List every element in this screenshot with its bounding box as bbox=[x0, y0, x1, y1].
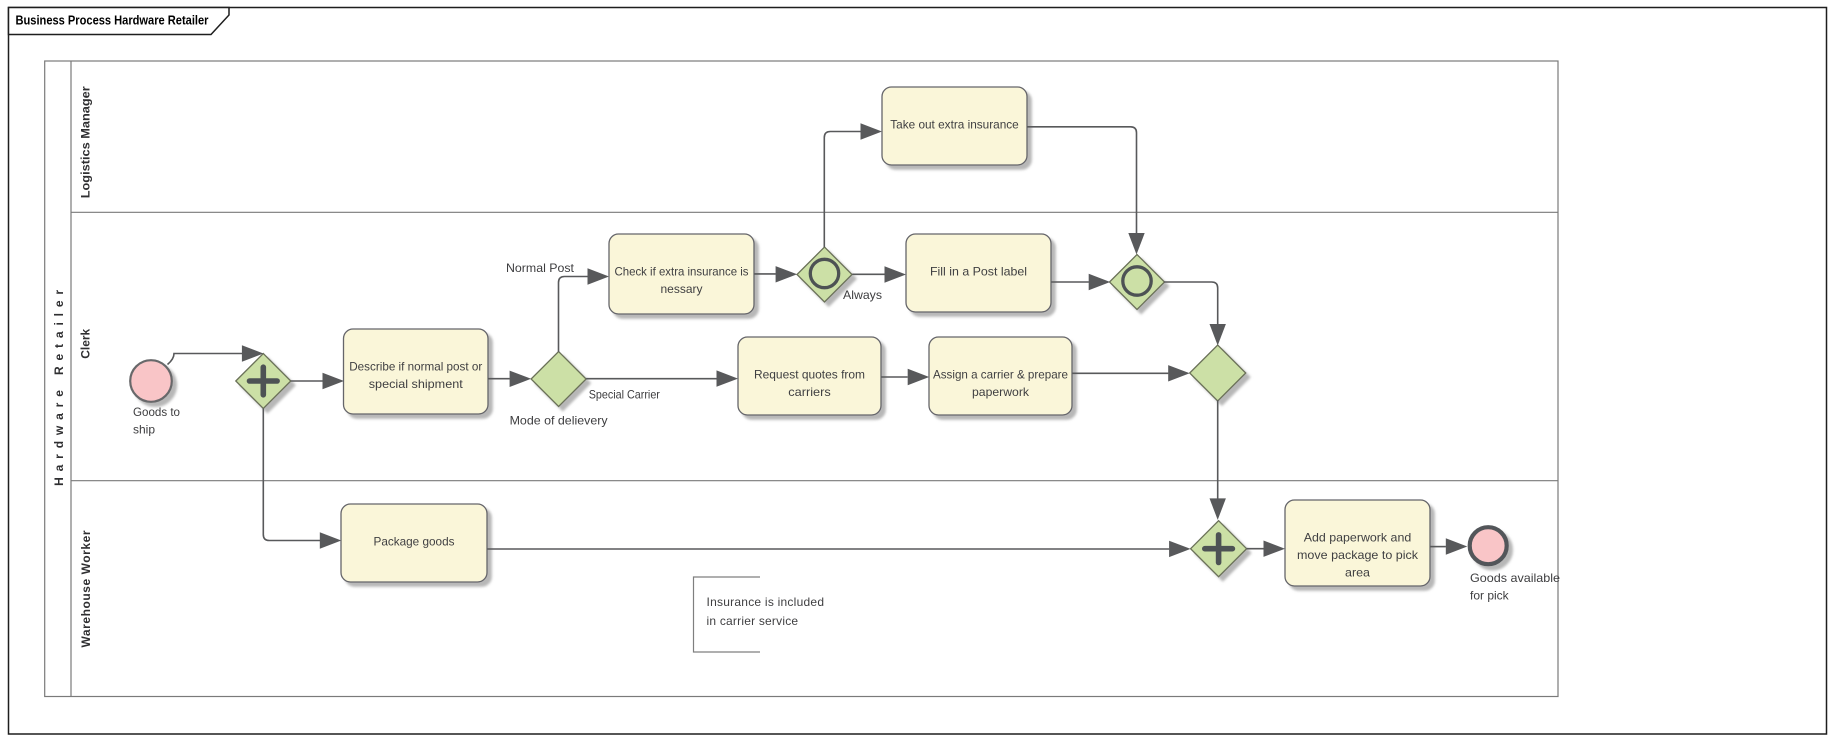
svg-text:Assign a carrier & prepare: Assign a carrier & prepare bbox=[933, 368, 1068, 382]
svg-text:Warehouse Worker: Warehouse Worker bbox=[79, 530, 93, 647]
svg-text:for pick: for pick bbox=[1470, 589, 1510, 603]
svg-text:Mode of delievery: Mode of delievery bbox=[510, 414, 608, 428]
svg-text:area: area bbox=[1345, 566, 1370, 580]
svg-text:Goods to: Goods to bbox=[133, 405, 180, 419]
svg-text:Request quotes from: Request quotes from bbox=[754, 368, 865, 382]
svg-text:move package to pick: move package to pick bbox=[1297, 548, 1419, 562]
svg-text:Normal Post: Normal Post bbox=[506, 261, 575, 275]
svg-text:Describe if normal post or: Describe if normal post or bbox=[349, 360, 482, 374]
svg-text:special shipment: special shipment bbox=[369, 377, 464, 391]
svg-text:Special Carrier: Special Carrier bbox=[589, 388, 660, 402]
svg-text:Add paperwork and: Add paperwork and bbox=[1304, 531, 1412, 545]
svg-text:Take out extra insurance: Take out extra insurance bbox=[890, 118, 1019, 132]
svg-text:Always: Always bbox=[843, 288, 882, 302]
svg-text:Clerk: Clerk bbox=[78, 328, 92, 358]
svg-text:Fill in a Post label: Fill in a Post label bbox=[930, 265, 1027, 279]
svg-text:Insurance is included: Insurance is included bbox=[707, 595, 825, 609]
svg-text:carriers: carriers bbox=[788, 385, 831, 399]
svg-text:paperwork: paperwork bbox=[972, 385, 1030, 399]
svg-text:in carrier service: in carrier service bbox=[707, 614, 799, 628]
svg-text:Business Process Hardware Reta: Business Process Hardware Retailer bbox=[16, 13, 209, 28]
svg-text:Package goods: Package goods bbox=[374, 535, 455, 549]
svg-text:Check if extra insurance is: Check if extra insurance is bbox=[615, 265, 749, 279]
svg-text:Logistics Manager: Logistics Manager bbox=[78, 86, 92, 198]
svg-text:nessary: nessary bbox=[661, 282, 703, 296]
svg-text:Goods available: Goods available bbox=[1470, 571, 1560, 585]
svg-text:ship: ship bbox=[133, 423, 155, 437]
